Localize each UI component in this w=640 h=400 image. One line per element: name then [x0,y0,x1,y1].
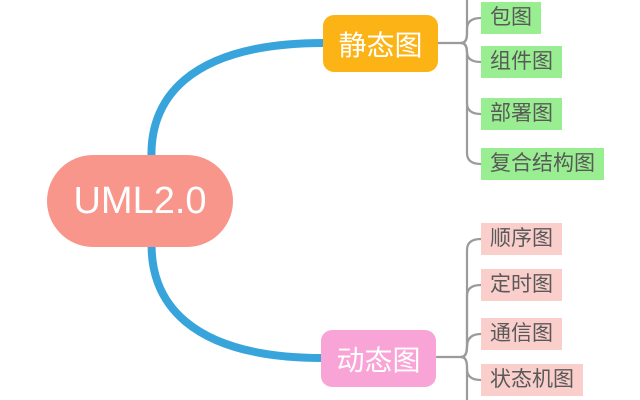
child-node-communication-diagram[interactable]: 通信图 [481,318,562,350]
connector-dynamic-timing [459,283,483,359]
connector-static-composite [459,41,483,166]
connector-dynamic-statemachine [459,355,483,382]
child-node-deployment-diagram[interactable]: 部署图 [481,98,562,130]
child-node-state-machine-diagram[interactable]: 状态机图 [481,364,583,396]
root-node-uml[interactable]: UML2.0 [47,155,233,247]
connector-static-component [459,41,483,64]
child-node-component-diagram[interactable]: 组件图 [481,46,562,78]
child-node-composite-structure-diagram[interactable]: 复合结构图 [481,148,604,180]
child-node-timing-diagram[interactable]: 定时图 [481,269,562,301]
connector-dynamic-spine-down [459,355,469,400]
connector-dynamic-communication [459,332,483,359]
child-node-sequence-diagram[interactable]: 顺序图 [481,223,562,255]
connector-dynamic-sequence [459,237,483,359]
branch-node-dynamic-diagrams[interactable]: 动态图 [321,330,436,387]
connector-root-dynamic [147,232,327,362]
branch-node-static-diagrams[interactable]: 静态图 [323,15,438,72]
child-node-package-diagram[interactable]: 包图 [481,2,541,34]
connector-root-static [147,39,328,170]
connector-static-package [459,16,483,45]
connector-static-deployment [459,41,483,116]
